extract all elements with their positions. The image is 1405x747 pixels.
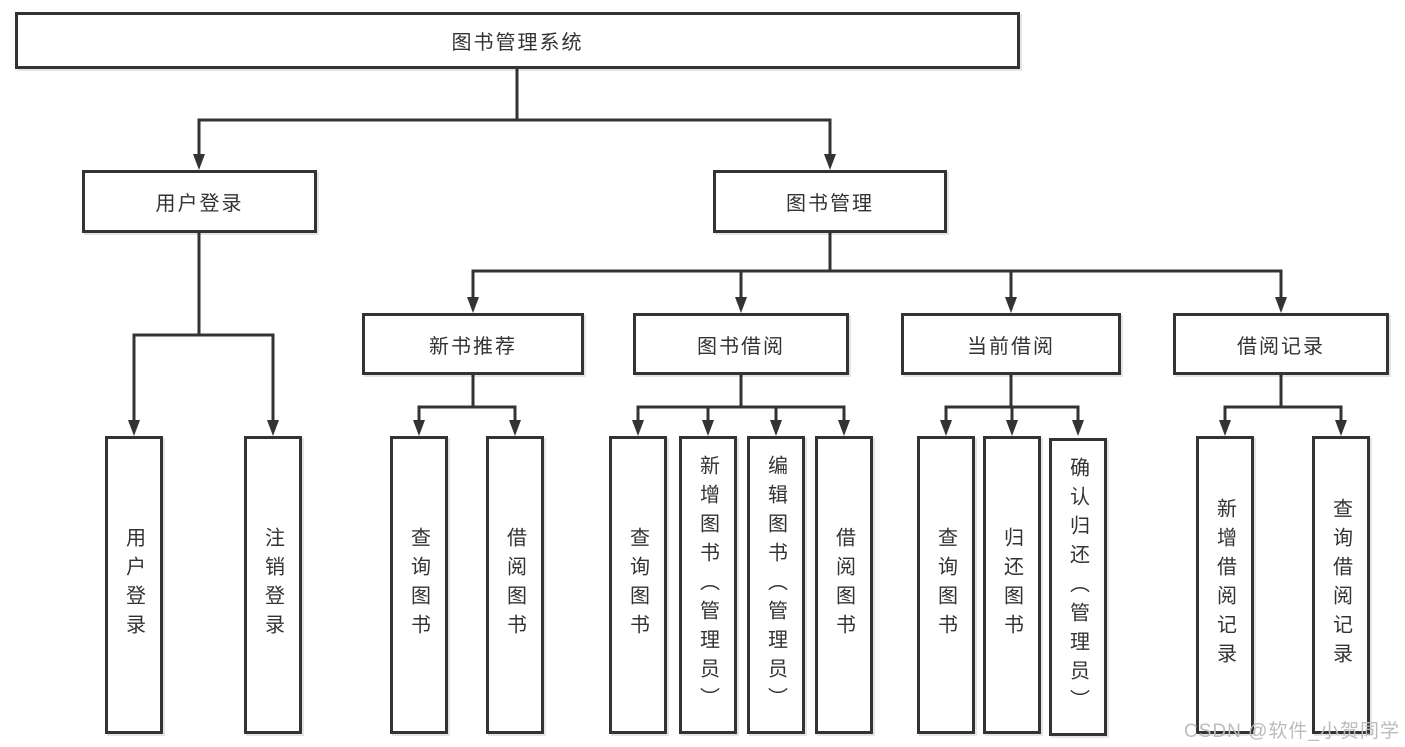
arrowhead-cb-confirm-return xyxy=(1072,420,1084,436)
connector-current-borrowing-to-leaves xyxy=(940,375,1084,436)
node-new-book-recommend: 新书推荐 xyxy=(362,313,584,375)
arrowhead-nbr-query-book xyxy=(413,420,425,436)
node-library-management-system: 图书管理系统 xyxy=(15,12,1020,69)
node-label: 用户登录 xyxy=(122,527,145,643)
node-book-management: 图书管理 xyxy=(713,170,947,233)
node-leaf-cb-query-book: 查询图书 xyxy=(917,436,975,734)
node-leaf-bb-add-book-admin: 新增图书（管理员） xyxy=(679,436,737,734)
node-label: 新书推荐 xyxy=(429,335,517,358)
node-leaf-bb-edit-book-admin: 编辑图书（管理员） xyxy=(747,436,805,734)
node-leaf-nbr-query-book: 查询图书 xyxy=(390,436,448,734)
node-label: 借阅图书 xyxy=(832,527,855,643)
node-label: 查询图书 xyxy=(934,527,957,643)
node-leaf-cb-confirm-return-admin: 确认归还（管理员） xyxy=(1049,438,1107,736)
arrowhead-borrowing-records xyxy=(1275,297,1287,313)
connector-user-login-to-leaves xyxy=(128,233,279,436)
node-book-borrowing: 图书借阅 xyxy=(633,313,849,375)
node-label: 图书管理系统 xyxy=(451,32,584,54)
connector-new-book-recommend-to-leaves xyxy=(413,375,521,436)
node-leaf-cb-return-book: 归还图书 xyxy=(983,436,1041,734)
arrowhead-bb-add-book xyxy=(702,420,714,436)
node-current-borrowing: 当前借阅 xyxy=(901,313,1121,375)
arrowhead-user-login xyxy=(193,154,205,170)
arrowhead-bb-edit-book xyxy=(770,420,782,436)
connector-borrowing-records-to-leaves xyxy=(1219,375,1347,436)
node-borrowing-records: 借阅记录 xyxy=(1173,313,1389,375)
node-label: 注销登录 xyxy=(261,527,284,643)
arrowhead-current-borrowing xyxy=(1005,297,1017,313)
node-label: 图书借阅 xyxy=(697,335,785,358)
arrowhead-br-query-record xyxy=(1335,420,1347,436)
node-label: 查询图书 xyxy=(407,527,430,643)
node-leaf-logout: 注销登录 xyxy=(244,436,302,734)
connector-root-to-level2 xyxy=(193,69,836,170)
arrowhead-new-book-recommend xyxy=(467,297,479,313)
node-label: 当前借阅 xyxy=(967,335,1055,358)
arrowhead-cb-return-book xyxy=(1006,420,1018,436)
node-leaf-bb-query-book: 查询图书 xyxy=(609,436,667,734)
node-label: 查询图书 xyxy=(626,527,649,643)
node-label: 借阅图书 xyxy=(503,527,526,643)
arrowhead-leaf-user-login xyxy=(128,420,140,436)
arrowhead-bb-query-book xyxy=(632,420,644,436)
arrowhead-book-management xyxy=(824,154,836,170)
node-leaf-br-add-record: 新增借阅记录 xyxy=(1196,436,1254,734)
arrowhead-book-borrowing xyxy=(735,297,747,313)
node-label: 查询借阅记录 xyxy=(1329,498,1352,672)
node-label: 归还图书 xyxy=(1000,527,1023,643)
node-label: 借阅记录 xyxy=(1237,335,1325,358)
node-leaf-nbr-borrow-book: 借阅图书 xyxy=(486,436,544,734)
node-leaf-br-query-record: 查询借阅记录 xyxy=(1312,436,1370,734)
connector-book-borrowing-to-leaves xyxy=(632,375,850,436)
node-label: 确认归还（管理员） xyxy=(1066,456,1089,718)
connector-book-management-to-level3 xyxy=(467,233,1287,313)
arrowhead-bb-borrow-book xyxy=(838,420,850,436)
node-user-login: 用户登录 xyxy=(82,170,317,233)
node-label: 新增借阅记录 xyxy=(1213,498,1236,672)
node-leaf-bb-borrow-book: 借阅图书 xyxy=(815,436,873,734)
arrowhead-cb-query-book xyxy=(940,420,952,436)
arrowhead-nbr-borrow-book xyxy=(509,420,521,436)
arrowhead-leaf-logout xyxy=(267,420,279,436)
node-label: 用户登录 xyxy=(155,193,244,215)
node-leaf-user-login: 用户登录 xyxy=(105,436,163,734)
arrowhead-br-add-record xyxy=(1219,420,1231,436)
csdn-watermark: CSDN @软件_小贺同学 xyxy=(1184,721,1400,742)
node-label: 图书管理 xyxy=(786,193,874,215)
node-label: 新增图书（管理员） xyxy=(696,454,719,716)
node-label: 编辑图书（管理员） xyxy=(764,454,787,716)
